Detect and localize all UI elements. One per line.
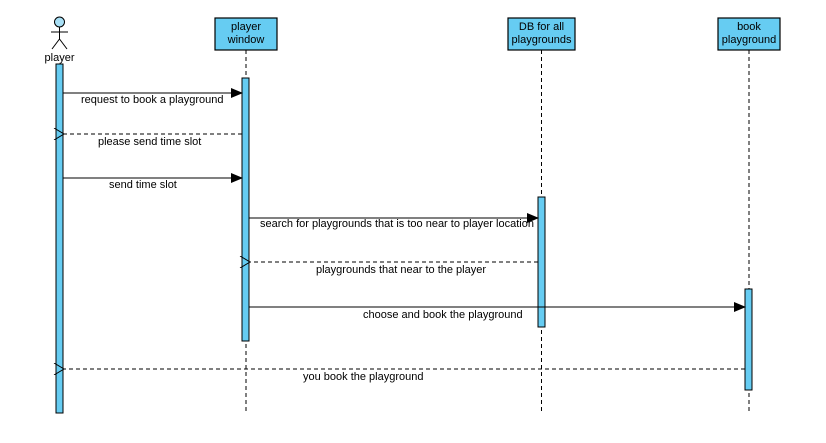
message-label: please send time slot <box>98 136 201 148</box>
message-label: search for playgrounds that is too near … <box>260 218 534 230</box>
activation-bar-player-window <box>241 77 250 342</box>
participant-label-line1: player <box>231 21 261 33</box>
message-label: playgrounds that near to the player <box>316 264 486 276</box>
activation-bar-player <box>55 63 64 414</box>
participant-label-line2: playground <box>722 34 776 46</box>
actor-label: player <box>45 52 75 64</box>
activation-bar-book-playground <box>744 288 753 391</box>
message-label: you book the playground <box>303 371 423 383</box>
participant-book-playground: book playground <box>717 17 781 51</box>
participant-label-line2: playgrounds <box>512 34 572 46</box>
participant-db: DB for all playgrounds <box>507 17 576 51</box>
message-label: choose and book the playground <box>363 309 523 321</box>
stick-figure-icon <box>51 16 68 50</box>
message-label: request to book a playground <box>81 94 224 106</box>
actor-player: player <box>45 16 75 64</box>
participant-label-line1: book <box>737 21 761 33</box>
message-label: send time slot <box>109 179 177 191</box>
participant-player-window: player window <box>214 17 278 51</box>
participant-label-line1: DB for all <box>519 21 564 33</box>
participant-label-line2: window <box>227 34 265 46</box>
